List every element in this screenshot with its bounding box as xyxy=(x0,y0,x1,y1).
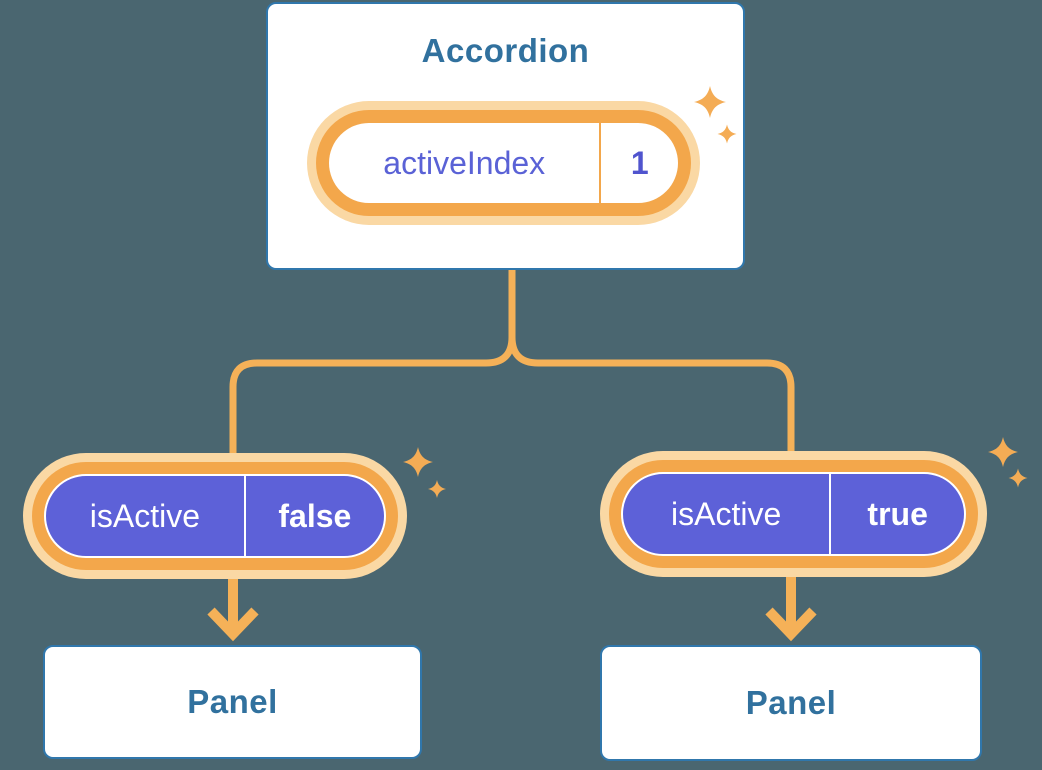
panel-title: Panel xyxy=(745,684,837,721)
arrow-down-icon xyxy=(765,572,817,642)
prop-pill-isactive-right: isActive true xyxy=(600,451,987,577)
state-pill-value: 1 xyxy=(630,144,649,181)
prop-pill-label: isActive xyxy=(671,495,782,532)
prop-pill-value: true xyxy=(867,495,928,532)
prop-pill-value: false xyxy=(278,497,352,534)
state-pill-activeindex: activeIndex 1 xyxy=(307,101,700,225)
sparkle-icon xyxy=(988,437,1018,467)
prop-pill-isactive-left: isActive false xyxy=(23,453,407,579)
state-pill-ring: activeIndex 1 xyxy=(316,110,691,216)
accordion-title: Accordion xyxy=(421,32,590,69)
panel-card-left: Panel xyxy=(43,645,422,759)
state-pill-label: activeIndex xyxy=(383,144,546,181)
sparkle-icon xyxy=(403,447,433,477)
panel-card-right: Panel xyxy=(600,645,982,761)
sparkle-icon xyxy=(1008,468,1028,488)
prop-pill-ring: isActive false xyxy=(32,462,398,570)
panel-title: Panel xyxy=(187,683,278,720)
arrow-down-icon xyxy=(207,572,259,642)
sparkle-icon xyxy=(428,480,446,498)
prop-pill-label: isActive xyxy=(89,497,200,534)
prop-pill-ring: isActive true xyxy=(609,460,978,568)
